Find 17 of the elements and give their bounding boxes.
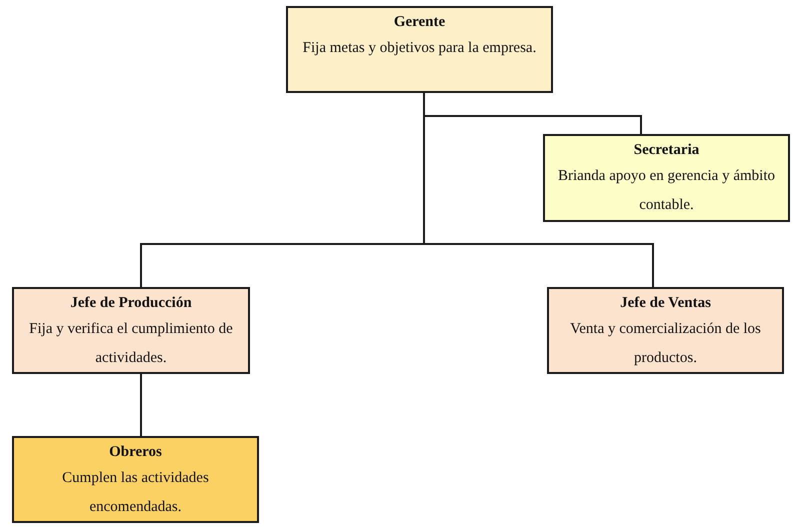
role-title: Obreros bbox=[109, 443, 162, 462]
connector-line bbox=[423, 93, 654, 287]
role-title: Jefe de Ventas bbox=[620, 294, 711, 313]
role-title: Gerente bbox=[394, 13, 446, 32]
org-chart-box bbox=[543, 134, 790, 222]
role-description: Fija y verifica el cumplimiento de actividades. bbox=[28, 320, 234, 368]
role-title: Jefe de Producción bbox=[70, 294, 192, 313]
role-description: Cumplen las actividades encomendadas. bbox=[61, 469, 210, 517]
org-chart-box bbox=[12, 436, 259, 523]
role-description: Fija metas y objetivos para la empresa. bbox=[302, 39, 536, 58]
role-title: Secretaria bbox=[634, 141, 700, 160]
role-description: Brianda apoyo en gerencia y ámbito contable. bbox=[556, 167, 776, 215]
org-chart-box bbox=[12, 287, 250, 374]
connector-line bbox=[140, 374, 142, 436]
org-chart-box bbox=[286, 6, 553, 93]
org-chart-box bbox=[547, 287, 784, 374]
role-description: Venta y comercialización de los productos. bbox=[569, 320, 762, 368]
